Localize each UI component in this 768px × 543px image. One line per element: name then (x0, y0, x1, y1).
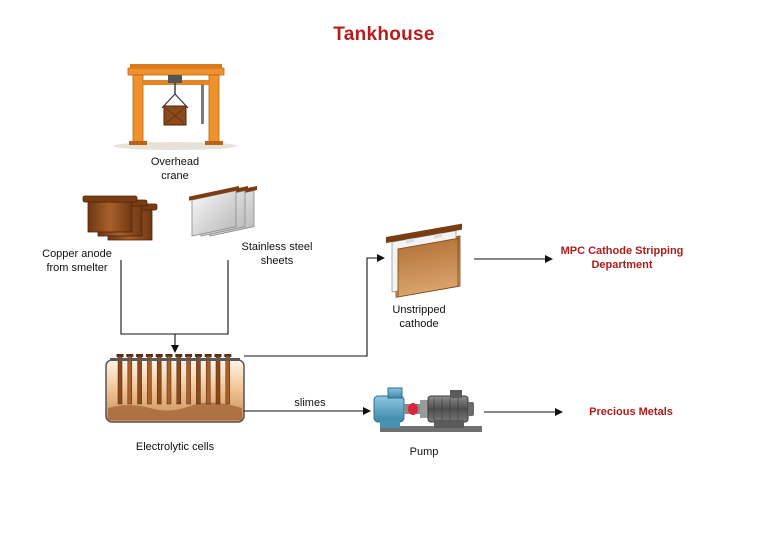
flow-connectors (120, 254, 563, 416)
pump-icon (373, 387, 482, 432)
electrolytic-cells-label: Electrolytic cells (135, 441, 215, 453)
slimes-label: slimes (294, 397, 326, 409)
cathode-stripping-destination: MPC Cathode Stripping Department (560, 245, 684, 271)
overhead-crane-icon (113, 64, 237, 150)
diagram-title: Tankhouse (333, 24, 435, 45)
sheets-to-cells-line (175, 260, 229, 335)
anode-to-cells-line (120, 260, 175, 335)
precious-metals-destination: Precious Metals (589, 406, 673, 418)
pump-label: Pump (409, 446, 439, 458)
unstripped-cathode-label: Unstripped cathode (392, 304, 446, 330)
overhead-crane-label: Overhead crane (150, 156, 200, 182)
electrolytic-cells-icon (105, 354, 245, 423)
copper-anode-icon (82, 195, 158, 241)
stainless-steel-sheets-icon (189, 186, 257, 237)
copper-anode-label: Copper anode from smelter (42, 248, 112, 274)
stainless-steel-label: Stainless steel sheets (241, 241, 313, 267)
cells-to-cathode-arrow (244, 254, 385, 357)
unstripped-cathode-icon (386, 223, 462, 298)
